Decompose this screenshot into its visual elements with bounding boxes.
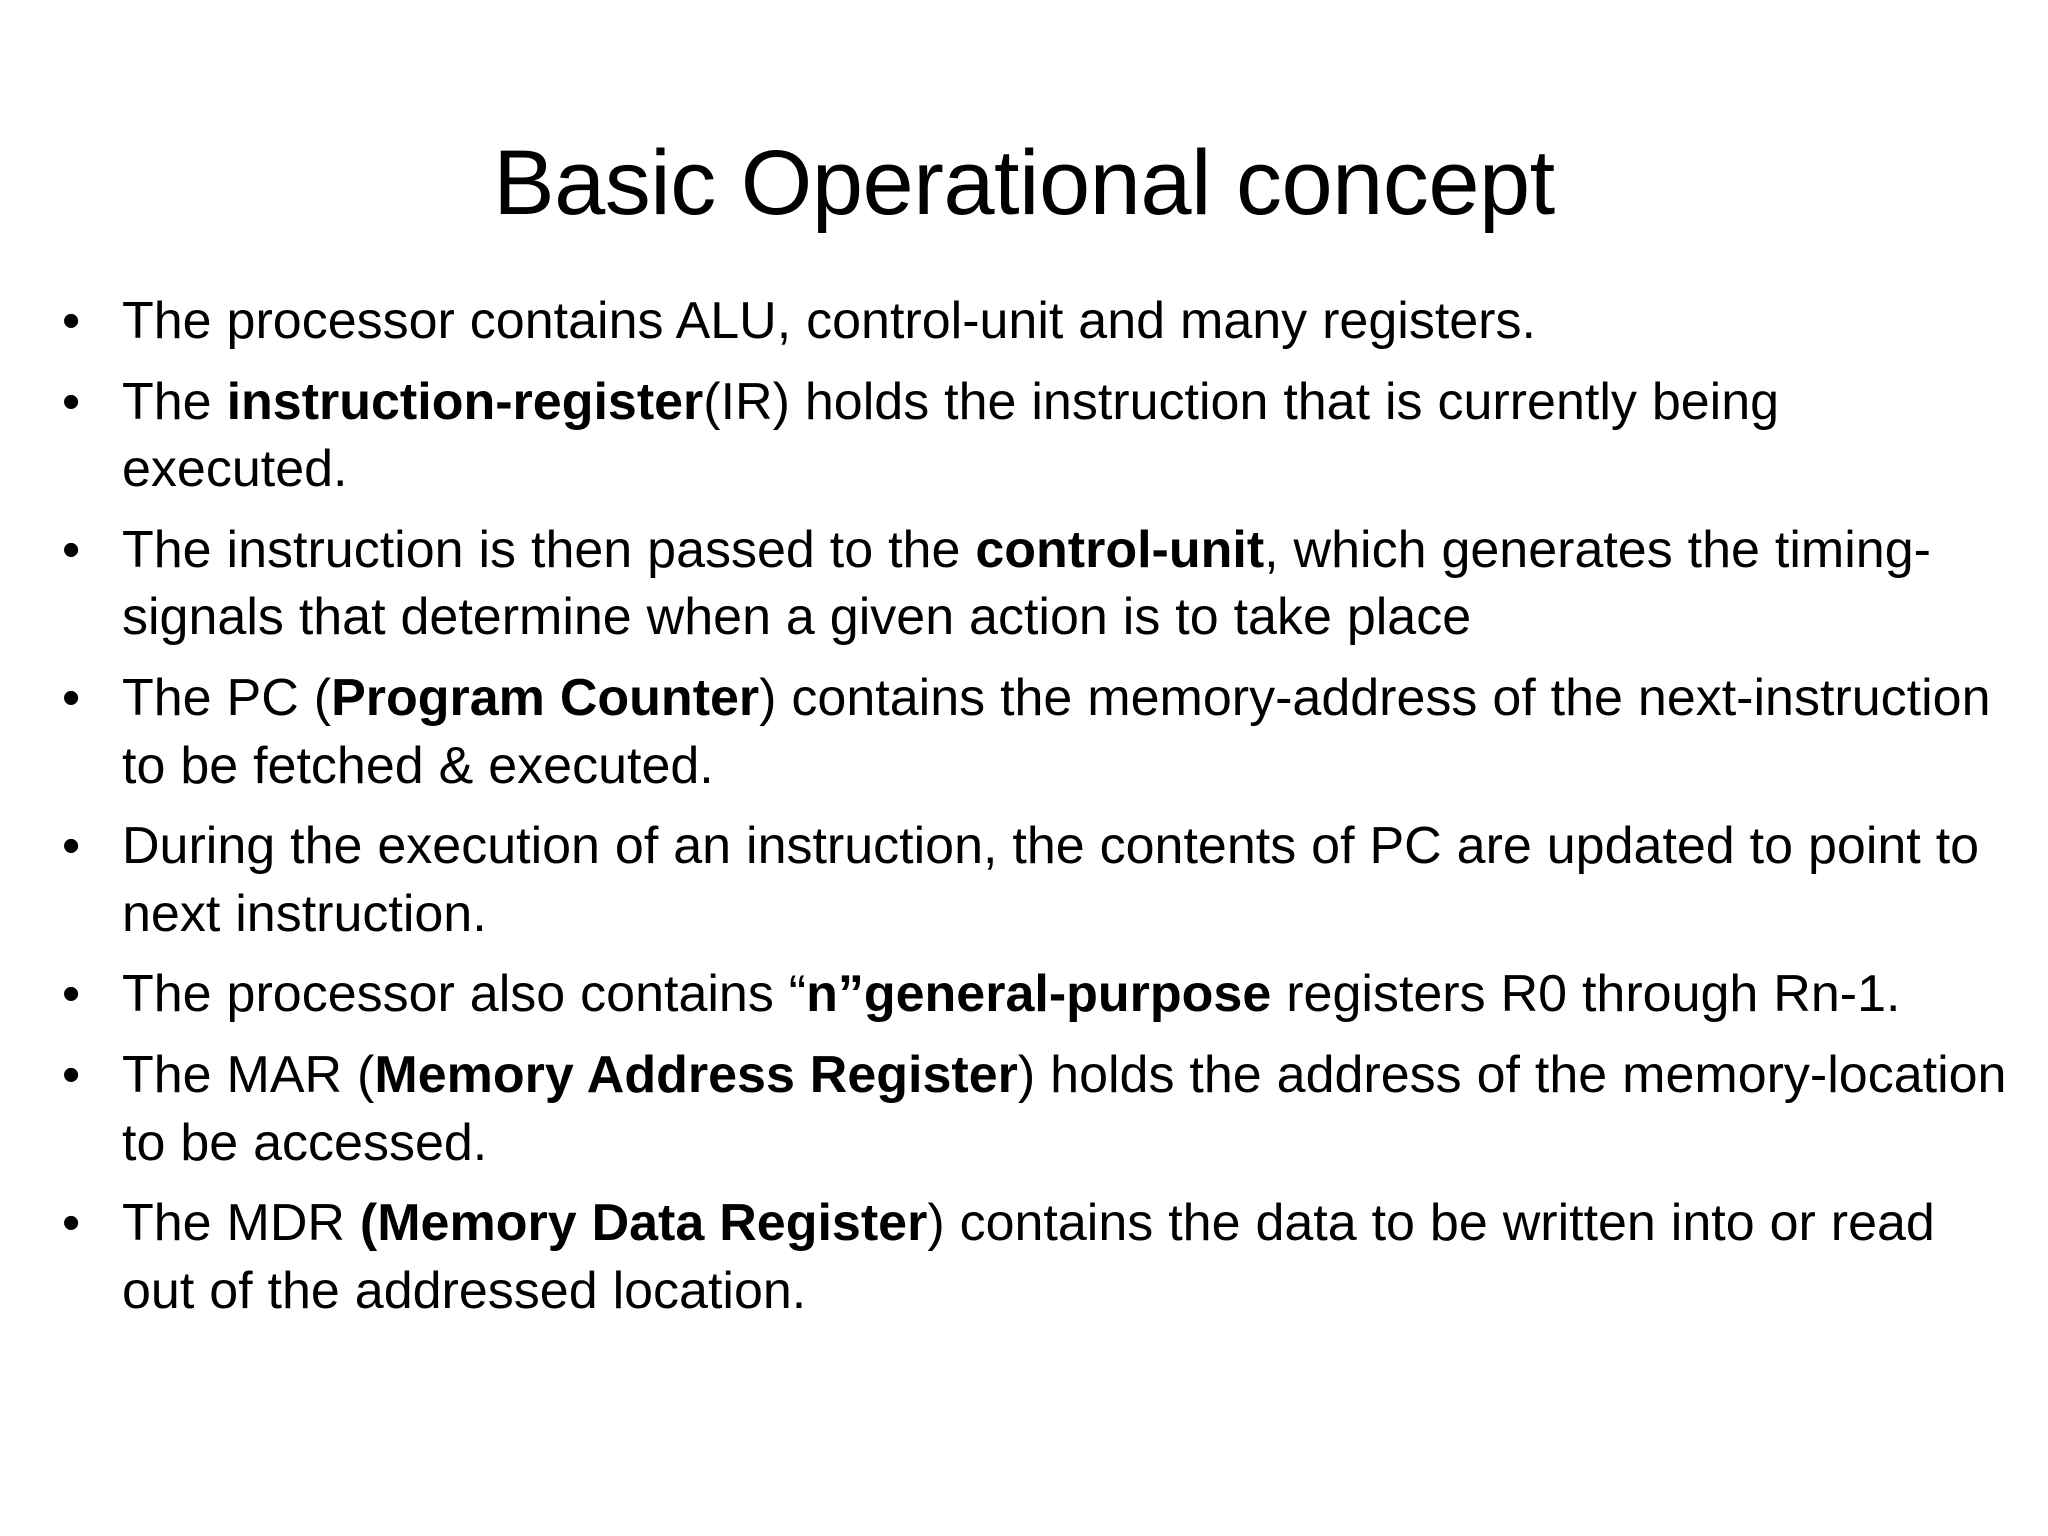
- body-text: The processor contains ALU, control-unit…: [122, 292, 1536, 350]
- emphasis-term: Program Counter: [331, 668, 760, 727]
- list-item: • The instruction is then passed to the c…: [40, 517, 2015, 652]
- bullet-dot-icon: •: [62, 1045, 81, 1104]
- emphasis-term: control-unit: [975, 520, 1265, 579]
- bullet-mdr: The MDR (Memory Data Register) contains …: [122, 1190, 2015, 1325]
- body-text: ) holds the address of the memory-locati…: [122, 1045, 2007, 1172]
- list-item: • During the execution of an instruction,…: [40, 813, 2015, 948]
- bullet-instruction-register: The instruction-register(IR) holds the i…: [122, 369, 2015, 504]
- bullet-processor-contains: The processor contains ALU, control-unit…: [122, 288, 2015, 356]
- bullet-dot-icon: •: [62, 965, 81, 1024]
- emphasis-term: n”general-purpose: [806, 965, 1272, 1024]
- bullet-dot-icon: •: [62, 520, 81, 579]
- list-item: • The processor contains ALU, control-uni…: [40, 288, 2015, 356]
- bullet-dot-icon: •: [62, 668, 81, 727]
- list-item: • The PC (Program Counter) contains the m…: [40, 665, 2015, 800]
- list-item: • The processor also contains “n”general-…: [40, 961, 2015, 1029]
- list-item: • The MDR (Memory Data Register) contains…: [40, 1190, 2015, 1325]
- emphasis-term: instruction-register: [226, 372, 704, 431]
- body-text: (IR) holds the instruction that is curre…: [122, 372, 1780, 499]
- bullet-dot-icon: •: [62, 372, 81, 431]
- body-text: The: [122, 372, 227, 431]
- bullet-list: • The processor contains ALU, control-uni…: [40, 288, 2015, 1338]
- bullet-pc-updated: During the execution of an instruction, …: [122, 813, 2015, 948]
- bullet-mar: The MAR (Memory Address Register) holds …: [122, 1042, 2015, 1177]
- bullet-dot-icon: •: [62, 292, 81, 350]
- body-text: The MDR: [122, 1194, 360, 1253]
- body-text: ) contains the memory-address of the nex…: [122, 668, 1991, 795]
- body-text: ) contains the data to be written into o…: [122, 1194, 1935, 1320]
- bullet-general-purpose: The processor also contains “n”general-p…: [122, 961, 2015, 1029]
- list-item: • The instruction-register(IR) holds the …: [40, 369, 2015, 504]
- bullet-program-counter: The PC (Program Counter) contains the me…: [122, 665, 2015, 800]
- emphasis-term: Memory Address Register: [374, 1045, 1018, 1104]
- bullet-dot-icon: •: [62, 1194, 81, 1253]
- page-title: Basic Operational concept: [493, 131, 1555, 234]
- bullet-control-unit: The instruction is then passed to the co…: [122, 517, 2015, 652]
- list-item: • The MAR (Memory Address Register) holds…: [40, 1042, 2015, 1177]
- emphasis-term: (Memory Data Register: [359, 1194, 928, 1253]
- body-text: The processor also contains “: [122, 965, 807, 1024]
- bullet-dot-icon: •: [62, 817, 81, 876]
- body-text: The instruction is then passed to the: [122, 520, 976, 579]
- body-text: The MAR (: [122, 1045, 375, 1104]
- body-text: During the execution of an instruction, …: [122, 817, 1980, 943]
- body-text: , which generates the timing-signals tha…: [122, 520, 1931, 647]
- body-text: The PC (: [122, 668, 332, 727]
- body-text: registers R0 through Rn-1.: [1271, 965, 1901, 1024]
